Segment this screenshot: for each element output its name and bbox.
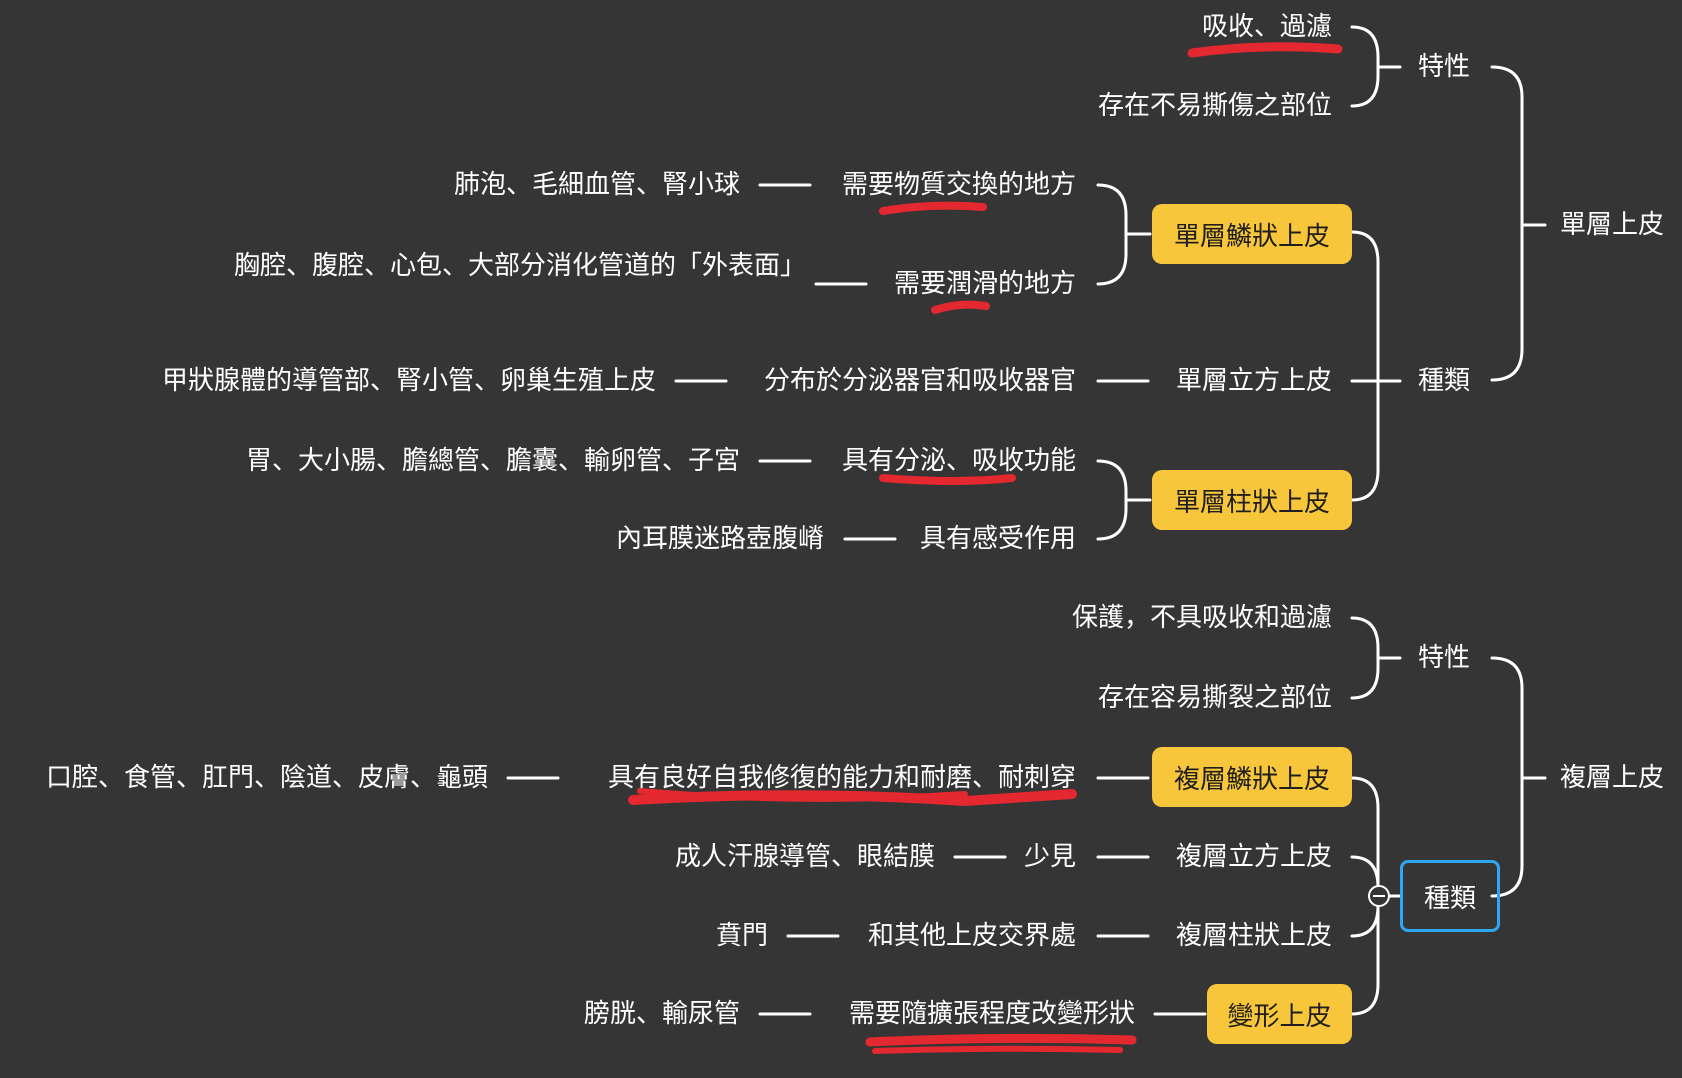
single-squamous-desc-1[interactable]: 需要物質交換的地方: [841, 170, 1076, 200]
multi-columnar-loc[interactable]: 賁門: [715, 921, 768, 951]
single-property-absorb[interactable]: 吸收、過濾: [1201, 12, 1332, 42]
multi-property-protect[interactable]: 保護，不具吸收和過濾: [1071, 603, 1332, 633]
multi-columnar-node[interactable]: 複層柱狀上皮: [1175, 921, 1332, 951]
multi-columnar-desc[interactable]: 和其他上皮交界處: [867, 921, 1076, 951]
multi-cuboidal-desc[interactable]: 少見: [1023, 842, 1076, 872]
multi-transitional-node[interactable]: 變形上皮: [1207, 984, 1352, 1044]
multi-cuboidal-node[interactable]: 複層立方上皮: [1175, 842, 1332, 872]
multi-squamous-loc[interactable]: 口腔、食管、肛門、陰道、皮膚、龜頭: [45, 763, 488, 793]
single-columnar-desc-1[interactable]: 具有分泌、吸收功能: [841, 446, 1076, 476]
single-squamous-node[interactable]: 單層鱗狀上皮: [1152, 204, 1352, 264]
single-cuboidal-desc[interactable]: 分布於分泌器官和吸收器官: [763, 366, 1076, 396]
single-property-location[interactable]: 存在不易撕傷之部位: [1097, 91, 1332, 121]
red-highlight-marks: [628, 42, 1343, 1054]
single-columnar-loc-1[interactable]: 胃、大小腸、膽總管、膽囊、輸卵管、子宮: [245, 446, 740, 476]
multi-cuboidal-loc[interactable]: 成人汗腺導管、眼結膜: [674, 842, 935, 872]
single-squamous-desc-2[interactable]: 需要潤滑的地方: [893, 269, 1076, 299]
multi-squamous-node[interactable]: 複層鱗狀上皮: [1152, 747, 1352, 807]
single-cuboidal-node[interactable]: 單層立方上皮: [1175, 366, 1332, 396]
single-columnar-loc-2[interactable]: 內耳膜迷路壺腹嵴: [615, 524, 824, 554]
single-types-node[interactable]: 種類: [1418, 366, 1471, 396]
root-multi-layer[interactable]: 複層上皮: [1560, 763, 1665, 793]
multi-squamous-desc[interactable]: 具有良好自我修復的能力和耐磨、耐刺穿: [607, 763, 1076, 793]
single-columnar-desc-2[interactable]: 具有感受作用: [919, 524, 1076, 554]
multi-property-node[interactable]: 特性: [1418, 643, 1471, 673]
single-property-node[interactable]: 特性: [1418, 52, 1471, 82]
single-columnar-node[interactable]: 單層柱狀上皮: [1152, 470, 1352, 530]
multi-transitional-loc[interactable]: 膀胱、輸尿管: [583, 999, 740, 1029]
collapse-toggle-icon[interactable]: [1368, 885, 1390, 907]
single-squamous-loc-2[interactable]: 胸腔、腹腔、心包、大部分消化管道的「外表面」: [234, 251, 807, 281]
single-squamous-loc-1[interactable]: 肺泡、毛細血管、腎小球: [453, 170, 740, 200]
single-cuboidal-loc[interactable]: 甲狀腺體的導管部、腎小管、卵巢生殖上皮: [161, 366, 656, 396]
root-single-layer[interactable]: 單層上皮: [1560, 210, 1665, 240]
multi-types-node-selected[interactable]: 種類: [1400, 860, 1500, 932]
multi-property-location[interactable]: 存在容易撕裂之部位: [1097, 683, 1332, 713]
multi-transitional-desc[interactable]: 需要隨擴張程度改變形狀: [848, 999, 1135, 1029]
